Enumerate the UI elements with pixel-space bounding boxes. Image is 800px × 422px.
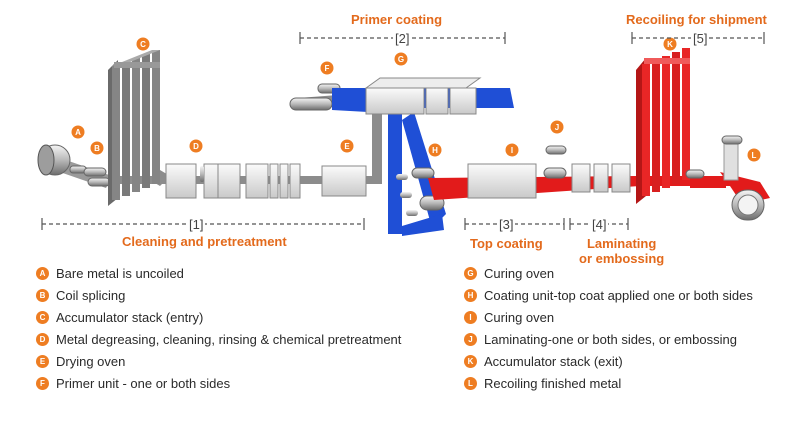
station-badges: A B C D E F G H I J K L bbox=[71, 37, 761, 162]
accumulator-entry-c bbox=[108, 50, 160, 206]
badge-j: J bbox=[464, 332, 477, 346]
top-coating-title: Top coating bbox=[470, 236, 543, 251]
badge-f: F bbox=[36, 376, 49, 390]
legend-text: Metal degreasing, cleaning, rinsing & ch… bbox=[56, 331, 402, 347]
badge-c: C bbox=[36, 310, 49, 324]
legend-item: C Accumulator stack (entry) bbox=[36, 306, 401, 328]
legend-item: D Metal degreasing, cleaning, rinsing & c… bbox=[36, 328, 401, 350]
badge-i: I bbox=[464, 310, 477, 324]
station-badge-d: D bbox=[189, 139, 203, 153]
svg-text:A: A bbox=[75, 128, 81, 137]
station-badge-k: K bbox=[663, 37, 677, 51]
station-badge-b: B bbox=[90, 141, 104, 155]
svg-text:F: F bbox=[325, 64, 330, 73]
badge-a: A bbox=[36, 266, 49, 280]
laminating-unit-j bbox=[543, 145, 631, 193]
legend-text: Curing oven bbox=[484, 309, 555, 325]
legend-text: Coating unit-top coat applied one or bot… bbox=[484, 287, 753, 303]
svg-text:G: G bbox=[398, 55, 404, 64]
legend-left: A Bare metal is uncoiled B Coil splicing C… bbox=[36, 262, 401, 394]
legend-text: Coil splicing bbox=[56, 287, 126, 303]
recoiler-l bbox=[721, 135, 765, 221]
svg-text:I: I bbox=[511, 146, 513, 155]
station-badge-a: A bbox=[71, 125, 85, 139]
badge-g: G bbox=[464, 266, 477, 280]
svg-text:E: E bbox=[344, 142, 350, 151]
legend-item: J Laminating-one or both sides, or emboss… bbox=[464, 328, 753, 350]
legend-text: Drying oven bbox=[56, 353, 126, 369]
cleaning-title: Cleaning and pretreatment bbox=[122, 234, 287, 249]
curing-oven-g bbox=[364, 77, 482, 115]
station-badge-i: I bbox=[505, 143, 519, 157]
primer-coating-number: [2] bbox=[393, 31, 412, 46]
legend-item: F Primer unit - one or both sides bbox=[36, 372, 401, 394]
cleaning-number: [1] bbox=[187, 217, 206, 232]
accumulator-exit-k bbox=[636, 48, 705, 204]
curing-oven-i bbox=[467, 163, 537, 199]
station-badge-l: L bbox=[747, 148, 761, 162]
legend-text: Accumulator stack (entry) bbox=[56, 309, 204, 325]
svg-text:H: H bbox=[432, 146, 438, 155]
legend-item: A Bare metal is uncoiled bbox=[36, 262, 401, 284]
badge-d: D bbox=[36, 332, 49, 346]
primer-coating-title: Primer coating bbox=[351, 12, 443, 27]
station-badge-h: H bbox=[428, 143, 442, 157]
badge-k: K bbox=[464, 354, 477, 368]
uncoiler-a bbox=[37, 144, 87, 176]
top-coating-number: [3] bbox=[497, 217, 516, 232]
legend-right: G Curing oven H Coating unit-top coat appl… bbox=[464, 262, 753, 394]
legend-item: L Recoiling finished metal bbox=[464, 372, 753, 394]
legend-item: I Curing oven bbox=[464, 306, 753, 328]
legend-text: Accumulator stack (exit) bbox=[484, 353, 623, 369]
station-badge-g: G bbox=[394, 52, 408, 66]
recoiling-number: [5] bbox=[691, 31, 710, 46]
laminating-number: [4] bbox=[590, 217, 609, 232]
station-badge-c: C bbox=[136, 37, 150, 51]
station-badge-e: E bbox=[340, 139, 354, 153]
legend-item: E Drying oven bbox=[36, 350, 401, 372]
badge-b: B bbox=[36, 288, 49, 302]
svg-text:L: L bbox=[752, 151, 757, 160]
legend-text: Recoiling finished metal bbox=[484, 375, 622, 391]
legend-item: G Curing oven bbox=[464, 262, 753, 284]
badge-e: E bbox=[36, 354, 49, 368]
legend-item: H Coating unit-top coat applied one or bo… bbox=[464, 284, 753, 306]
svg-text:K: K bbox=[667, 40, 673, 49]
svg-text:C: C bbox=[140, 40, 146, 49]
badge-l: L bbox=[464, 376, 477, 390]
svg-text:D: D bbox=[193, 142, 199, 151]
legend-item: K Accumulator stack (exit) bbox=[464, 350, 753, 372]
legend-text: Primer unit - one or both sides bbox=[56, 375, 231, 391]
laminating-title: Laminating or embossing bbox=[579, 236, 665, 266]
svg-text:B: B bbox=[94, 144, 100, 153]
station-badge-j: J bbox=[550, 120, 564, 134]
badge-h: H bbox=[464, 288, 477, 302]
legend-item: B Coil splicing bbox=[36, 284, 401, 306]
drying-oven-e bbox=[321, 165, 367, 197]
legend-text: Laminating-one or both sides, or embossi… bbox=[484, 331, 737, 347]
svg-text:J: J bbox=[555, 123, 559, 132]
station-badge-f: F bbox=[320, 61, 334, 75]
recoiling-title: Recoiling for shipment bbox=[626, 12, 767, 27]
process-line-illustration: A B C D E F G H I J K L bbox=[37, 32, 770, 236]
cleaning-tanks-d bbox=[165, 163, 301, 199]
coating-unit-h bbox=[396, 167, 445, 216]
legend-text: Curing oven bbox=[484, 265, 555, 281]
legend-text: Bare metal is uncoiled bbox=[56, 265, 184, 281]
